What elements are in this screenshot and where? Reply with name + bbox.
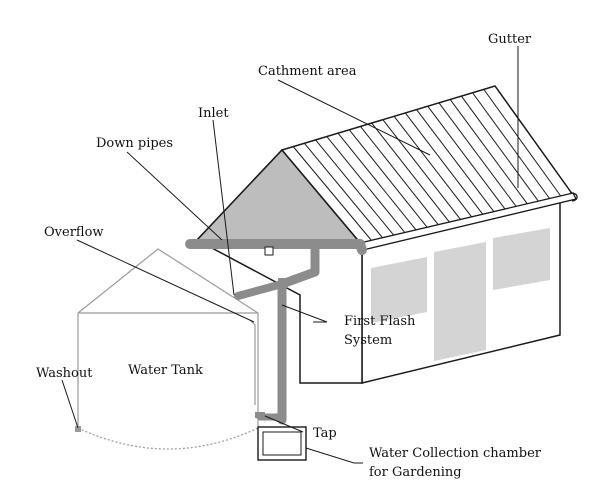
leader-chamber [305,447,363,464]
leader-inlet [212,119,235,296]
chamber-inner [262,431,302,456]
label-tap: Tap [313,426,337,441]
roof-corrugation-line [326,136,407,235]
roof-corrugation-line [416,109,496,214]
roof-corrugation-line [315,139,396,238]
leader-catchment [277,79,431,156]
labels: Gutter Cathment area Inlet Down pipes Ov… [36,32,542,480]
label-first-flash-line1: First Flash [344,314,416,329]
inlet-pipe [234,280,286,300]
collection-chamber [257,426,307,461]
roof-corrugation-line [460,95,541,204]
label-catchment: Cathment area [258,64,357,79]
roof-corrugation-line [483,89,563,198]
label-inlet: Inlet [198,106,229,121]
roof-corrugation-line [382,119,463,222]
down-pipe-vertical [277,245,320,289]
door [434,242,486,361]
leader-tap [264,415,304,433]
leader-overflow [76,239,255,323]
roof-corrugation-line [292,146,374,243]
roof-catchment [280,85,578,251]
roof-corrugation-line [438,102,518,209]
roof-corrugation-line [348,129,430,230]
roof-corrugation-line [404,112,485,217]
roof-corrugation-line [304,142,385,241]
first-flush-box [278,278,288,288]
overflow-pipe [249,319,256,405]
leader-washout [61,379,79,429]
label-chamber-line2: for Gardening [369,465,462,480]
leader-first-flash [281,304,328,323]
label-first-flash-line2: System [344,333,392,348]
leader-down-pipes [126,151,223,241]
window-left [371,257,427,323]
water-tank [75,248,265,450]
roof-corrugation-line [337,132,418,233]
tap [255,412,265,418]
tank-bottom [77,427,259,450]
roof-corrugation-line [472,92,552,201]
roof-corrugation-line [427,105,507,212]
roof-corrugation-line [371,122,452,225]
label-water-tank: Water Tank [128,363,203,378]
window-right [493,228,550,290]
roof-corrugation-line [360,126,441,227]
washout-plug [75,426,81,432]
gutter-outlet [264,246,274,256]
label-overflow: Overflow [44,225,104,240]
roof-corrugation-line [449,99,529,206]
label-washout: Washout [36,366,93,381]
label-gutter: Gutter [488,32,532,47]
gutter-end [569,192,578,202]
label-down-pipes: Down pipes [96,136,173,151]
pipes [185,239,367,425]
label-chamber-line1: Water Collection chamber [369,446,542,461]
roof-corrugation-line [393,116,474,219]
leader-lines [61,46,519,464]
tank-roof [77,248,259,314]
roof-corrugation-lines [292,89,563,243]
down-pipe-end [355,239,367,255]
house [195,148,561,384]
